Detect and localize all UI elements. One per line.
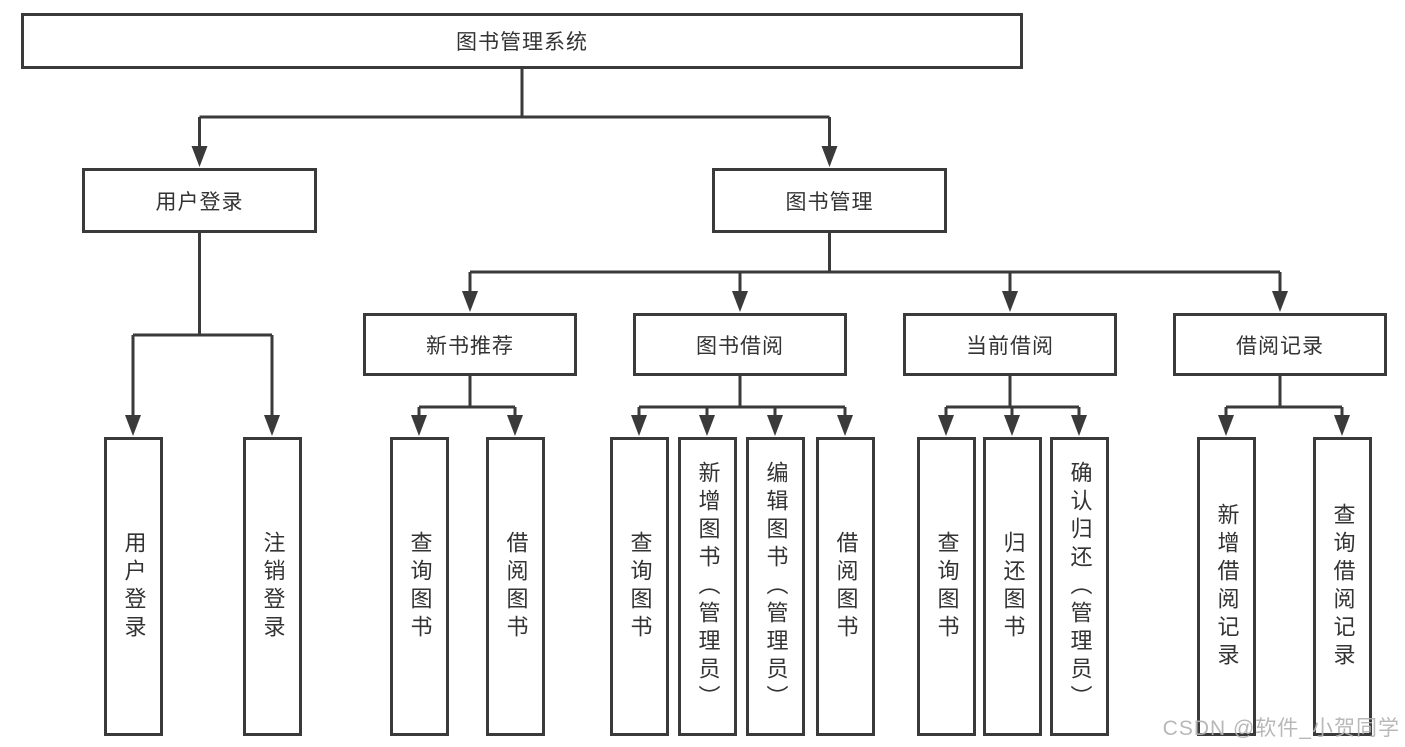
node-label: 图书管理系统 [456,31,588,54]
node-new-book-recommendation: 新书推荐 [363,313,577,376]
connector-arrowheads [125,146,1350,436]
csdn-watermark: CSDN @软件_小贺同学 [1162,717,1400,740]
node-label: 归还图书 [1000,530,1026,643]
node-label: 新增图书（管理员） [695,460,721,713]
node-library-management-system: 图书管理系统 [21,13,1023,69]
leaf-borrow-books-2: 借阅图书 [816,437,875,736]
leaf-borrow-books-1: 借阅图书 [486,437,545,736]
node-label: 确认归还（管理员） [1067,460,1093,713]
node-borrowing-records: 借阅记录 [1173,313,1387,376]
node-label: 用户登录 [155,190,244,214]
node-label: 图书管理 [785,190,874,214]
leaf-query-borrow-record: 查询借阅记录 [1313,437,1372,736]
node-book-management: 图书管理 [712,168,947,233]
node-label: 查询借阅记录 [1330,502,1356,671]
node-book-borrowing: 图书借阅 [633,313,847,376]
leaf-user-login: 用户登录 [104,437,163,736]
node-current-borrowing: 当前借阅 [903,313,1117,376]
node-label: 当前借阅 [966,334,1054,358]
leaf-edit-books-admin: 编辑图书（管理员） [746,437,805,736]
node-label: 查询图书 [627,530,653,643]
node-label: 新增借阅记录 [1214,502,1240,671]
node-label: 查询图书 [407,530,433,643]
node-label: 借阅图书 [503,530,529,643]
leaf-query-books-2: 查询图书 [610,437,669,736]
node-user-login: 用户登录 [82,168,317,233]
leaf-query-books-3: 查询图书 [917,437,976,736]
leaf-confirm-return-admin: 确认归还（管理员） [1050,437,1109,736]
node-label: 用户登录 [121,530,147,643]
leaf-query-books-1: 查询图书 [390,437,449,736]
node-label: 注销登录 [260,530,286,643]
node-label: 新书推荐 [426,334,514,358]
leaf-add-borrow-record: 新增借阅记录 [1197,437,1256,736]
node-label: 查询图书 [934,530,960,643]
leaf-add-books-admin: 新增图书（管理员） [678,437,737,736]
node-label: 借阅记录 [1236,334,1324,358]
node-label: 编辑图书（管理员） [763,460,789,713]
node-label: 图书借阅 [696,334,784,358]
leaf-return-books: 归还图书 [983,437,1042,736]
node-label: 借阅图书 [833,530,859,643]
connector-trunks [131,69,1344,420]
leaf-logout: 注销登录 [243,437,302,736]
